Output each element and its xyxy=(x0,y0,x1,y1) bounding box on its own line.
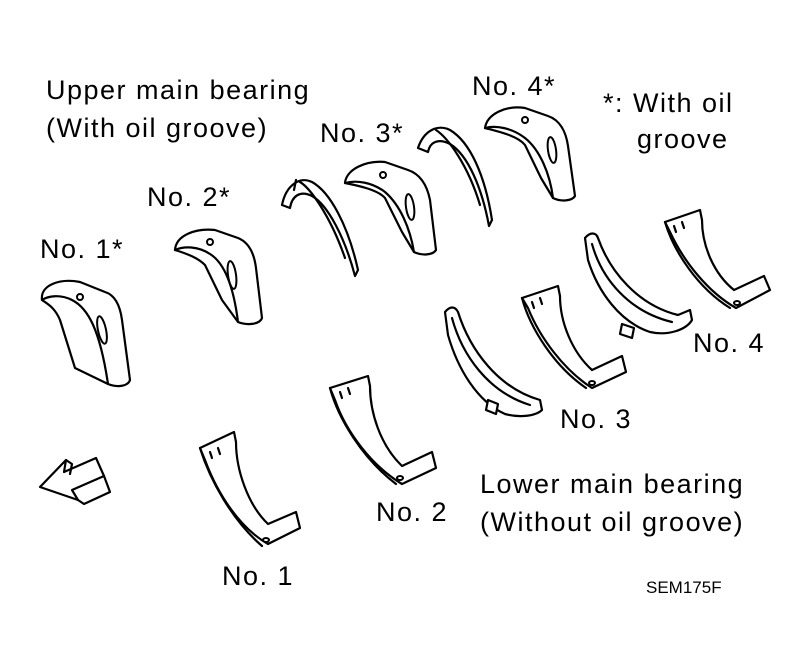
note-line2: groove xyxy=(637,124,729,154)
upper-bearing-4-thrust xyxy=(416,126,494,228)
upper-bearing-3-thrust xyxy=(280,178,360,278)
lower-bearing-4-thrust xyxy=(583,232,694,340)
lower-label-no1: No. 1 xyxy=(222,561,295,591)
lower-bearing-3-thrust xyxy=(443,306,544,418)
upper-title-line2: (With oil groove) xyxy=(46,113,269,143)
lower-title-line2: (Without oil groove) xyxy=(480,507,745,537)
lower-title-line1: Lower main bearing xyxy=(480,469,745,499)
upper-bearing-2 xyxy=(173,228,264,326)
lower-label-no2: No. 2 xyxy=(376,497,449,527)
lower-bearing-2 xyxy=(328,374,438,486)
note-line1: *: With oil xyxy=(603,88,734,118)
upper-title-line1: Upper main bearing xyxy=(46,75,311,105)
lower-label-no4: No. 4 xyxy=(693,328,766,358)
upper-bearing-3 xyxy=(343,160,438,256)
arrow-left-icon xyxy=(38,456,112,506)
lower-bearing-4 xyxy=(663,208,772,310)
upper-label-no3: No. 3* xyxy=(320,118,405,148)
figure-code: SEM175F xyxy=(646,578,722,597)
lower-bearing-1 xyxy=(198,430,302,548)
upper-bearing-1 xyxy=(40,279,132,388)
upper-label-no1: No. 1* xyxy=(40,234,125,264)
lower-label-no3: No. 3 xyxy=(560,404,633,434)
upper-bearing-4 xyxy=(483,106,577,202)
lower-bearing-3 xyxy=(520,284,628,390)
upper-label-no4: No. 4* xyxy=(472,71,557,101)
upper-label-no2: No. 2* xyxy=(147,182,232,212)
